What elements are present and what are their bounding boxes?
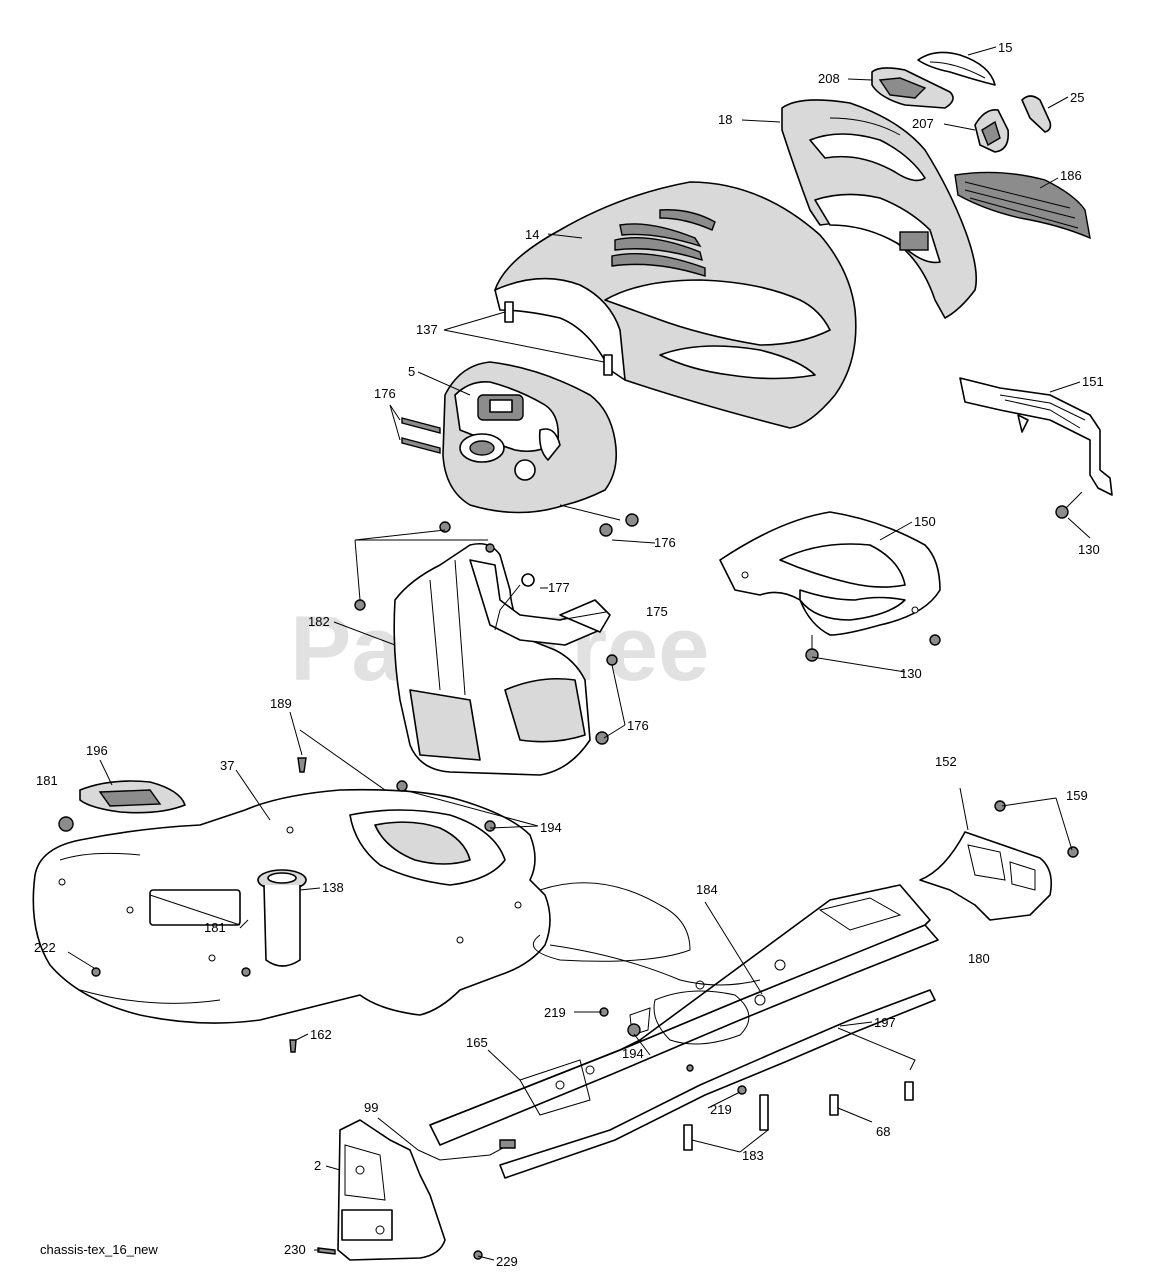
callout-130-a: 130: [1078, 542, 1100, 557]
callout-229: 229: [496, 1254, 518, 1269]
part-182: [393, 542, 611, 776]
callout-197: 197: [874, 1015, 896, 1030]
callout-25: 25: [1070, 90, 1084, 105]
part-219: [599, 1007, 747, 1095]
callout-222: 222: [34, 940, 56, 955]
callout-219-a: 219: [544, 1005, 566, 1020]
part-152: [919, 831, 1053, 921]
callout-176-b: 176: [654, 535, 676, 550]
callout-159: 159: [1066, 788, 1088, 803]
callout-151: 151: [1082, 374, 1104, 389]
part-207: [974, 108, 1010, 153]
callout-68: 68: [876, 1124, 890, 1139]
part-194-lower: [627, 1023, 694, 1072]
part-151: [959, 377, 1113, 496]
part-130-bolt-right: [1055, 491, 1083, 519]
part-189: [297, 757, 307, 773]
part-130-bolt-lower: [805, 634, 941, 662]
part-5: [442, 361, 621, 521]
callout-181-a: 181: [36, 773, 58, 788]
diagram-caption: chassis-tex_16_new: [40, 1242, 158, 1257]
part-fasteners: [91, 780, 496, 1053]
part-2: [337, 1119, 446, 1261]
part-180: [429, 884, 939, 1179]
part-68: [829, 1081, 914, 1116]
callout-37: 37: [220, 758, 234, 773]
callout-152: 152: [935, 754, 957, 769]
callout-138: 138: [322, 880, 344, 895]
wiring: [532, 882, 761, 986]
callout-180: 180: [968, 951, 990, 966]
callout-184: 184: [696, 882, 718, 897]
part-197: [837, 1027, 916, 1071]
callout-14: 14: [525, 227, 539, 242]
part-15: [917, 51, 996, 86]
part-177: [494, 573, 535, 631]
part-176-bolts: [354, 417, 639, 745]
callout-162: 162: [310, 1027, 332, 1042]
callout-2: 2: [314, 1158, 321, 1173]
part-99: [417, 1139, 516, 1161]
callout-177: 177: [548, 580, 570, 595]
callout-230: 230: [284, 1242, 306, 1257]
part-186: [954, 171, 1091, 240]
leaders: [67, 46, 1091, 1261]
callout-182: 182: [308, 614, 330, 629]
part-208: [871, 67, 954, 109]
callout-186: 186: [1060, 168, 1082, 183]
callout-18: 18: [718, 112, 732, 127]
callout-194-b: 194: [622, 1046, 644, 1061]
part-150: [719, 511, 941, 636]
callout-196: 196: [86, 743, 108, 758]
callout-219-b: 219: [710, 1102, 732, 1117]
callout-176-c: 176: [627, 718, 649, 733]
callout-130-b: 130: [900, 666, 922, 681]
callout-175: 175: [646, 604, 668, 619]
callout-189: 189: [270, 696, 292, 711]
callout-208: 208: [818, 71, 840, 86]
callout-194-a: 194: [540, 820, 562, 835]
callout-181-b: 181: [204, 920, 226, 935]
part-14: [494, 181, 857, 429]
callout-99: 99: [364, 1100, 378, 1115]
callout-176-a: 176: [374, 386, 396, 401]
part-138: [257, 869, 307, 967]
callout-150: 150: [914, 514, 936, 529]
callout-15: 15: [998, 40, 1012, 55]
callout-5: 5: [408, 364, 415, 379]
callout-183: 183: [742, 1148, 764, 1163]
part-196: [79, 780, 186, 814]
callout-137: 137: [416, 322, 438, 337]
callout-207: 207: [912, 116, 934, 131]
callout-165: 165: [466, 1035, 488, 1050]
part-18: [781, 99, 978, 319]
callout-labels: 15 208 25 18 207 186 14 137 5 176 151 13…: [34, 40, 1104, 1269]
part-25: [1021, 95, 1052, 133]
